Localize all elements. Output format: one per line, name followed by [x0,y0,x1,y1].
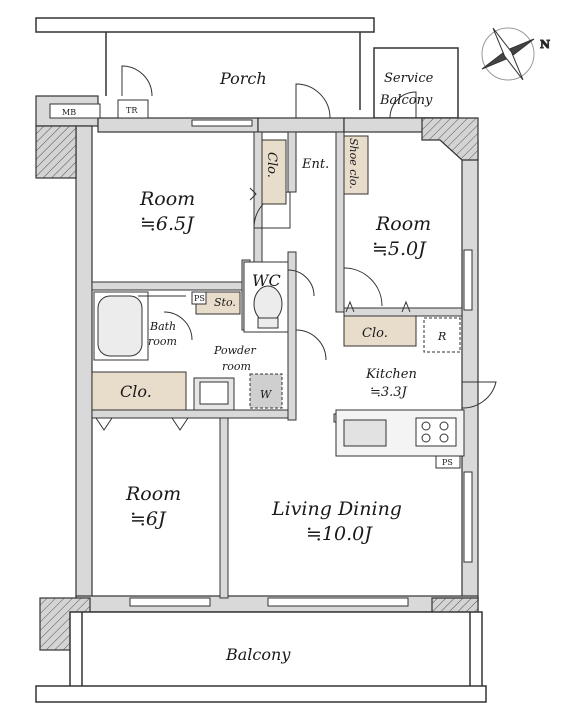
closets [91,135,417,411]
powder-room-label-line2: room [222,360,251,373]
living-dining-size: ≒10.0J [306,523,373,545]
ps-upper-label: PS [194,294,205,303]
room-ne-size: ≒5.0J [372,238,427,260]
refrigerator-label: R [437,330,446,343]
living-dining-label: Living Dining [271,498,402,520]
windows [129,119,473,607]
kitchen-closet-label: Clo. [362,326,388,341]
room-sw-label: Room [125,483,181,505]
mb-label: MB [62,108,76,117]
shoe-closet-label: Shoe clo. [347,138,360,189]
balcony-area [35,611,487,703]
ps-lower-label: PS [442,458,453,467]
bath-closet-label: Clo. [120,382,152,401]
closet-vertical-label: Clo. [264,152,279,178]
wc-label: WC [252,271,281,290]
room-nw-size: ≒6.5J [140,213,195,235]
porch-area [35,17,459,119]
room-ne-label: Room [375,213,431,235]
bath-label: Bath [149,320,176,333]
balcony-label: Balcony [225,645,291,664]
kitchen-size: ≒3.3J [370,385,408,400]
fixtures [49,99,465,469]
tr-label: TR [126,106,138,115]
room-nw-label: Room [139,188,195,210]
storage-label: Sto. [214,296,236,309]
kitchen-label: Kitchen [365,367,417,382]
compass-rose-icon: N [481,27,551,81]
bath-label-line2: room [148,335,177,348]
service-balcony-label: Service [384,71,434,86]
entrance-label: Ent. [301,157,329,172]
room-sw-size: ≒6J [130,508,167,530]
porch-label: Porch [219,69,267,88]
washer-label: W [260,388,273,401]
powder-room-label: Powder [213,344,257,357]
north-label: N [540,38,550,51]
service-balcony-label-line2: Balcony [379,93,433,108]
